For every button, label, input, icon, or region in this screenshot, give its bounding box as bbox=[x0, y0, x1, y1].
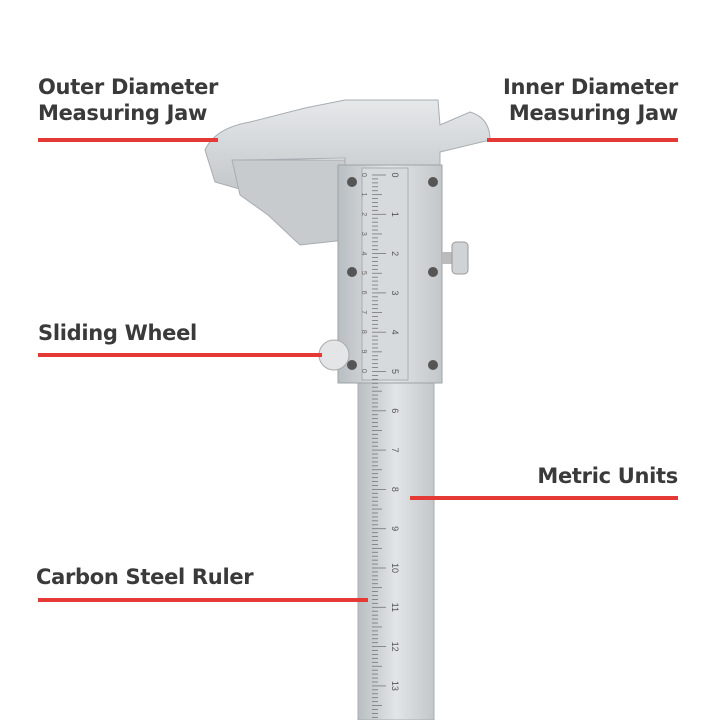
main-scale-label: 4 bbox=[390, 330, 400, 335]
vernier-scale-label: 0 bbox=[360, 173, 367, 177]
vernier-scale-label: 7 bbox=[360, 310, 367, 314]
vernier-scale-label: 2 bbox=[360, 212, 367, 216]
main-scale-label: 5 bbox=[390, 369, 400, 374]
main-scale-label: 11 bbox=[390, 603, 400, 612]
label-sliding-wheel: Sliding Wheel bbox=[38, 321, 197, 345]
label-ruler: Carbon Steel Ruler bbox=[36, 565, 254, 589]
main-scale-label: 6 bbox=[390, 408, 400, 413]
sliding-jaw bbox=[231, 159, 346, 246]
vernier-scale-label: 4 bbox=[360, 251, 367, 255]
main-scale-label: 1 bbox=[390, 212, 400, 217]
label-inner-jaw: Inner Diameter Measuring Jaw bbox=[503, 74, 678, 126]
pointer-line-wheel bbox=[38, 353, 322, 357]
main-scale-label: 8 bbox=[390, 487, 400, 492]
label-outer-jaw: Outer Diameter Measuring Jaw bbox=[38, 74, 218, 126]
main-scale-label: 9 bbox=[390, 526, 400, 531]
label-line: Inner Diameter bbox=[503, 75, 678, 99]
vernier-scale-label: 1 bbox=[360, 193, 367, 197]
vernier-scale-label: 0 bbox=[360, 369, 367, 373]
main-scale-label: 7 bbox=[390, 448, 400, 453]
vernier-scale-label: 9 bbox=[360, 349, 367, 353]
main-scale-label: 3 bbox=[390, 290, 400, 295]
main-scale-label: 10 bbox=[390, 563, 400, 573]
sliding-wheel bbox=[318, 339, 350, 371]
label-line: Measuring Jaw bbox=[508, 101, 678, 125]
main-scale-label: 13 bbox=[390, 681, 400, 691]
label-line: Outer Diameter bbox=[38, 75, 219, 99]
label-line: Measuring Jaw bbox=[38, 101, 208, 125]
pointer-line-metric bbox=[410, 496, 678, 500]
vernier-scale-label: 6 bbox=[360, 291, 367, 295]
main-scale-label: 2 bbox=[390, 251, 400, 256]
pointer-line-inner bbox=[487, 138, 678, 142]
main-scale-label: 0 bbox=[390, 172, 400, 177]
label-metric-units: Metric Units bbox=[537, 464, 678, 488]
main-scale-label: 12 bbox=[390, 642, 400, 652]
pointer-line-outer bbox=[38, 138, 218, 142]
vernier-scale-label: 8 bbox=[360, 330, 367, 334]
screw-icons bbox=[347, 177, 438, 370]
vernier-scale-label: 5 bbox=[360, 271, 367, 275]
vernier-scale-label: 3 bbox=[360, 232, 367, 236]
pointer-line-ruler bbox=[38, 598, 368, 602]
